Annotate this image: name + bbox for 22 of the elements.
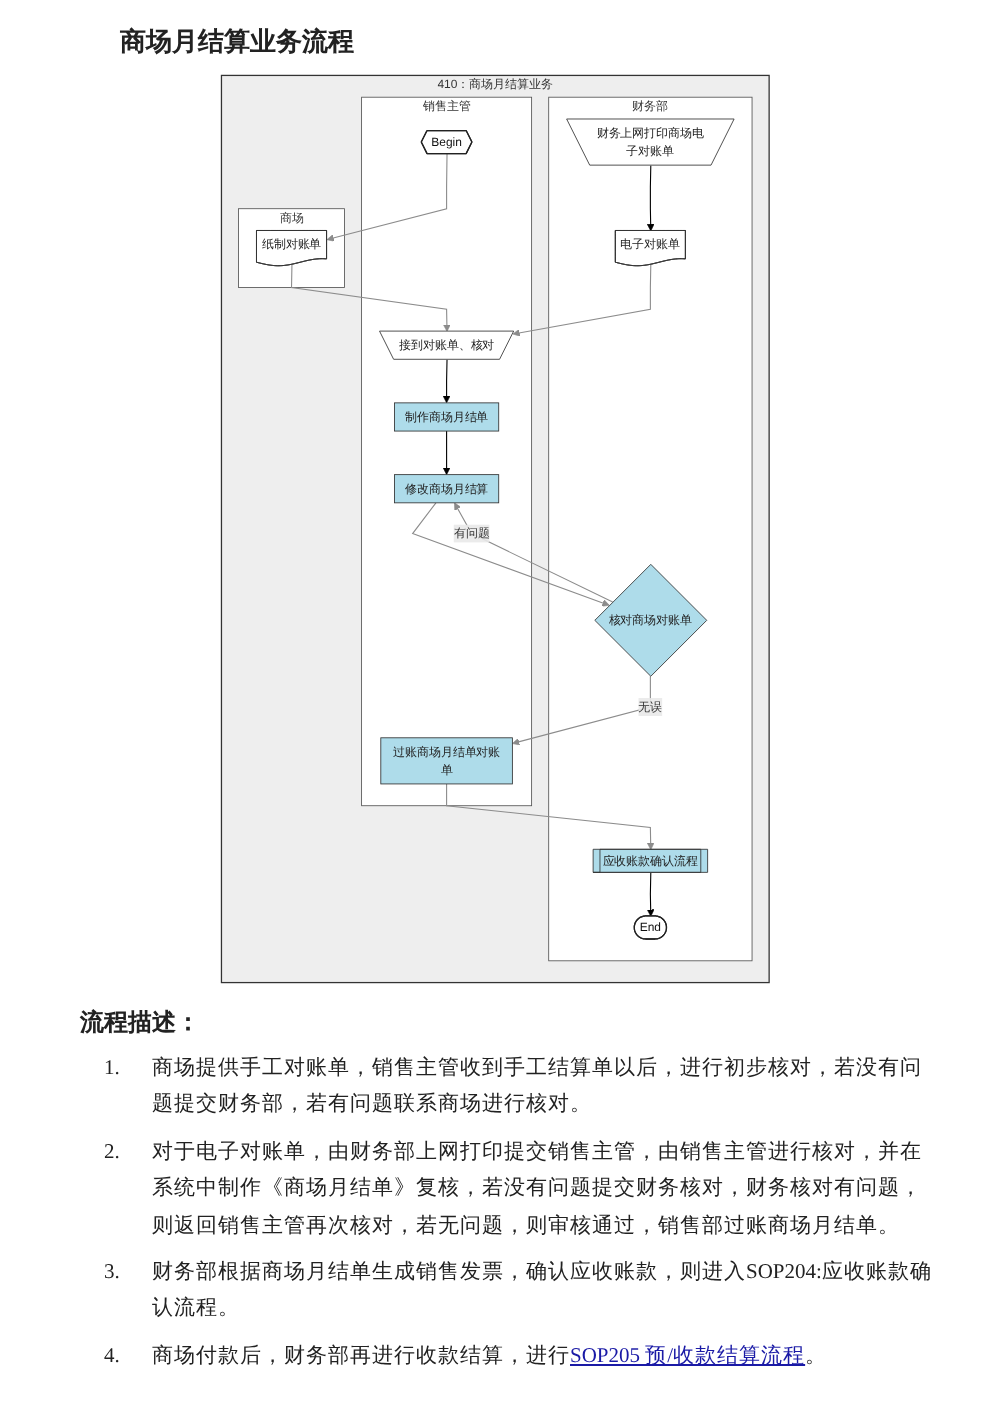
list-item-text: 对于电子对账单，由财务部上网打印提交销售主管，由销售主管进行核对，并在系统中制作《商场月结单》复核，若没有问题提交财务核对，财务核对有问题，则返回销售主管再次核对，若无问题，则审核通过，销售部过账商场月结单。 — [152, 1138, 924, 1241]
list-number: 2. — [104, 1139, 122, 1168]
page-title: 商场月结算业务流程 — [120, 24, 354, 60]
arrow — [327, 153, 449, 242]
arrow — [647, 872, 656, 917]
list-item-text: 商场提供手工对账单，销售主管收到手工结算单以后，进行初步核对，若没有问题提交财务部，若有问题联系商场进行核对。 — [152, 1054, 924, 1121]
list-item-text: 财务部根据商场月结单生成销售发票，确认应收账款，则进入SOP204:应收账款确认流程。 — [152, 1258, 934, 1325]
list-number: 1. — [104, 1056, 122, 1084]
arrow — [513, 264, 653, 337]
arrow — [454, 502, 614, 603]
arrow — [443, 359, 452, 404]
arrow — [443, 430, 452, 475]
section-heading: 流程描述： — [80, 1006, 200, 1040]
hyperlink: SOP205 预/收款结算流程 — [570, 1345, 806, 1368]
arrow — [512, 675, 652, 746]
arrow — [412, 502, 611, 607]
list-number: 4. — [104, 1343, 122, 1372]
list-item-text: 商场付款后，财务部再进行收款结算，进行SOP205 预/收款结算流程。 — [152, 1342, 830, 1372]
list-number: 3. — [104, 1259, 122, 1288]
arrow — [446, 783, 656, 851]
arrow — [291, 264, 452, 332]
arrow — [647, 165, 656, 232]
